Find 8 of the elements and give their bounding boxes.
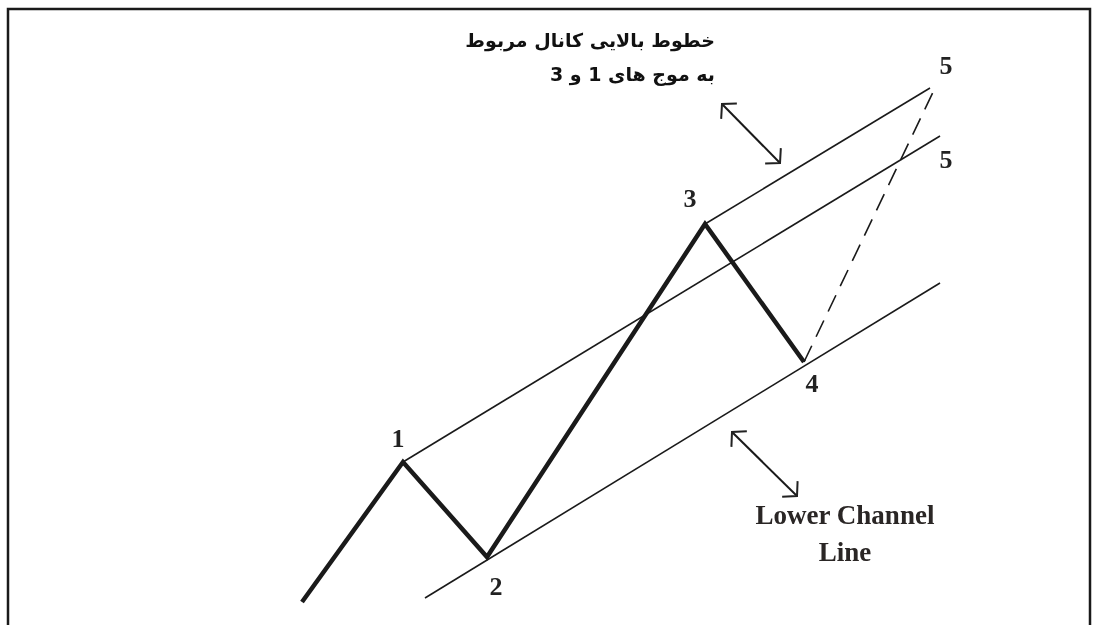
wave-number: 3 [683, 186, 697, 212]
wave-number: 4 [805, 371, 819, 397]
channel-label: Lower Channel Line [754, 499, 936, 569]
wave-number: 2 [489, 574, 503, 600]
wave-number: 1 [391, 426, 405, 452]
wave-number: 5 [939, 147, 953, 173]
wave-number: 5 [939, 53, 953, 79]
annotation-text: خطوط بالایی کانال مربوط به موج های 1 و 3 [464, 28, 715, 88]
